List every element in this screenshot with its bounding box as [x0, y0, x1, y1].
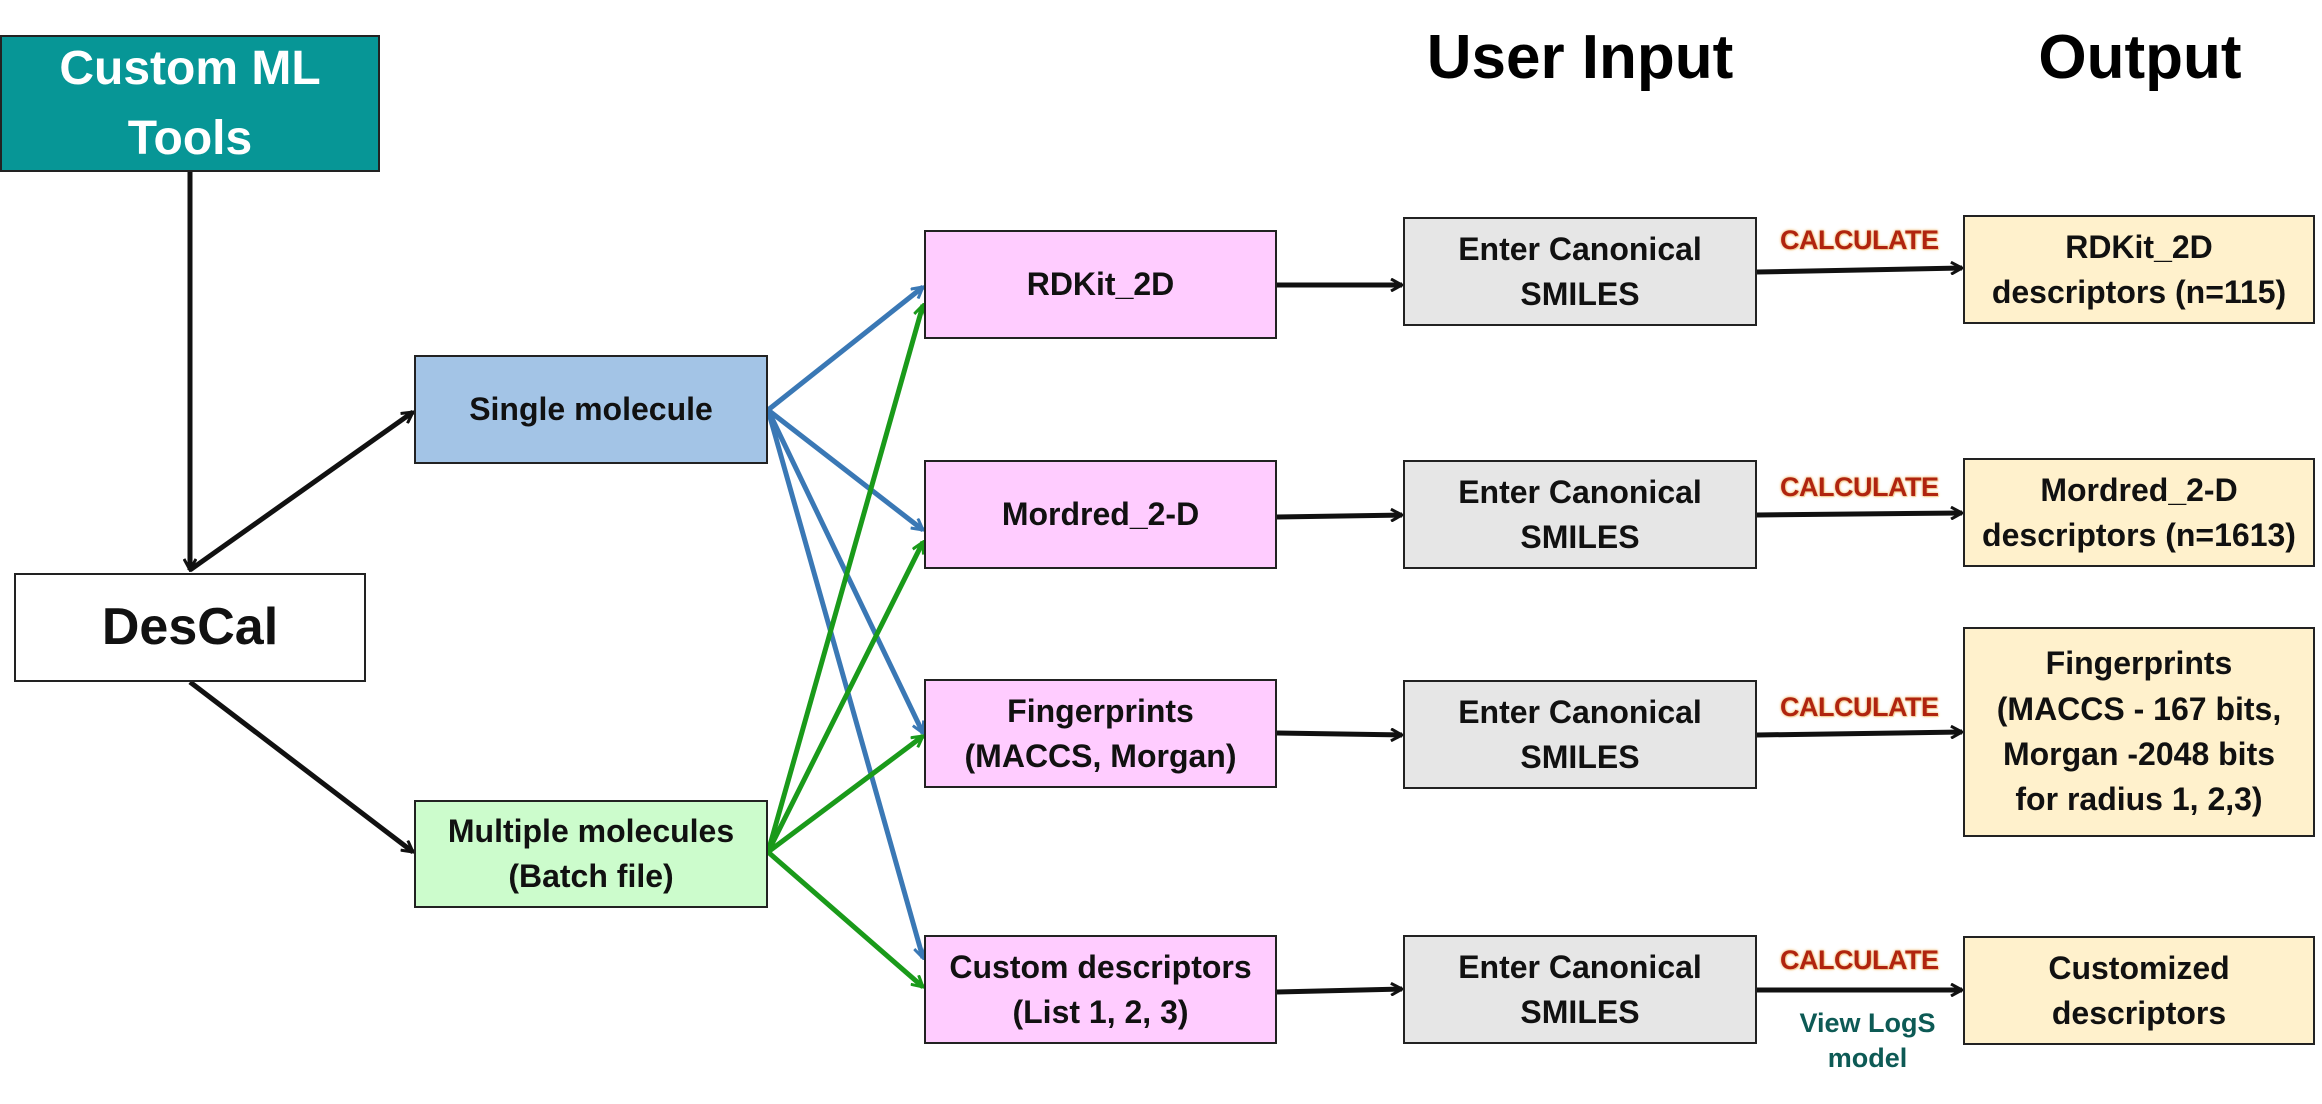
arrow-descal-to-multiple [188, 680, 413, 854]
output-rdkit-descriptors: RDKit_2D descriptors (n=115) [1963, 215, 2315, 324]
descal-box[interactable]: DesCal [14, 573, 366, 682]
arrow-mordred-to-input [1276, 515, 1402, 517]
user-input-heading: User Input [1426, 23, 1734, 92]
arrow-descal-to-single [188, 409, 413, 573]
calculate-button-2[interactable]: CALCULATE [1780, 472, 1939, 502]
arrow-multiple-to-custom [766, 850, 923, 987]
smiles-input-1[interactable]: Enter Canonical SMILES [1403, 217, 1757, 326]
smiles-input-3[interactable]: Enter Canonical SMILES [1403, 680, 1757, 789]
calculate-button-1[interactable]: CALCULATE [1780, 225, 1939, 255]
arrow-multiple-to-rdkit [765, 305, 923, 853]
arrow-input-to-output-1 [1756, 268, 1962, 272]
mordred-2d-box[interactable]: Mordred_2-D [924, 460, 1277, 569]
calculate-button-3[interactable]: CALCULATE [1780, 692, 1939, 722]
output-heading: Output [2038, 23, 2242, 92]
arrow-input-to-output-3 [1756, 732, 1962, 735]
arrow-fingerprints-to-input [1276, 733, 1402, 735]
rdkit-2d-box[interactable]: RDKit_2D [924, 230, 1277, 339]
arrow-input-to-output-2 [1756, 513, 1962, 515]
output-fingerprints: Fingerprints (MACCS - 167 bits, Morgan -… [1963, 627, 2315, 837]
smiles-input-2[interactable]: Enter Canonical SMILES [1403, 460, 1757, 569]
fingerprints-box[interactable]: Fingerprints (MACCS, Morgan) [924, 679, 1277, 788]
arrow-single-to-custom [765, 409, 923, 958]
custom-ml-tools-box[interactable]: Custom ML Tools [0, 35, 380, 172]
calculate-button-4[interactable]: CALCULATE [1780, 945, 1939, 975]
arrow-custom-to-input [1276, 989, 1402, 992]
custom-descriptors-box[interactable]: Custom descriptors (List 1, 2, 3) [924, 935, 1277, 1044]
multiple-molecules-box[interactable]: Multiple molecules (Batch file) [414, 800, 768, 908]
output-mordred-descriptors: Mordred_2-D descriptors (n=1613) [1963, 458, 2315, 567]
arrow-single-to-rdkit [766, 285, 923, 412]
arrow-single-to-mordred [766, 408, 923, 532]
single-molecule-box[interactable]: Single molecule [414, 355, 768, 464]
output-customized-descriptors: Customized descriptors [1963, 936, 2315, 1045]
arrow-multiple-to-fingerprints [766, 733, 923, 855]
smiles-input-4[interactable]: Enter Canonical SMILES [1403, 935, 1757, 1044]
view-logs-model-link[interactable]: View LogS model [1799, 1008, 1936, 1074]
arrow-multiple-to-mordred [765, 542, 926, 854]
